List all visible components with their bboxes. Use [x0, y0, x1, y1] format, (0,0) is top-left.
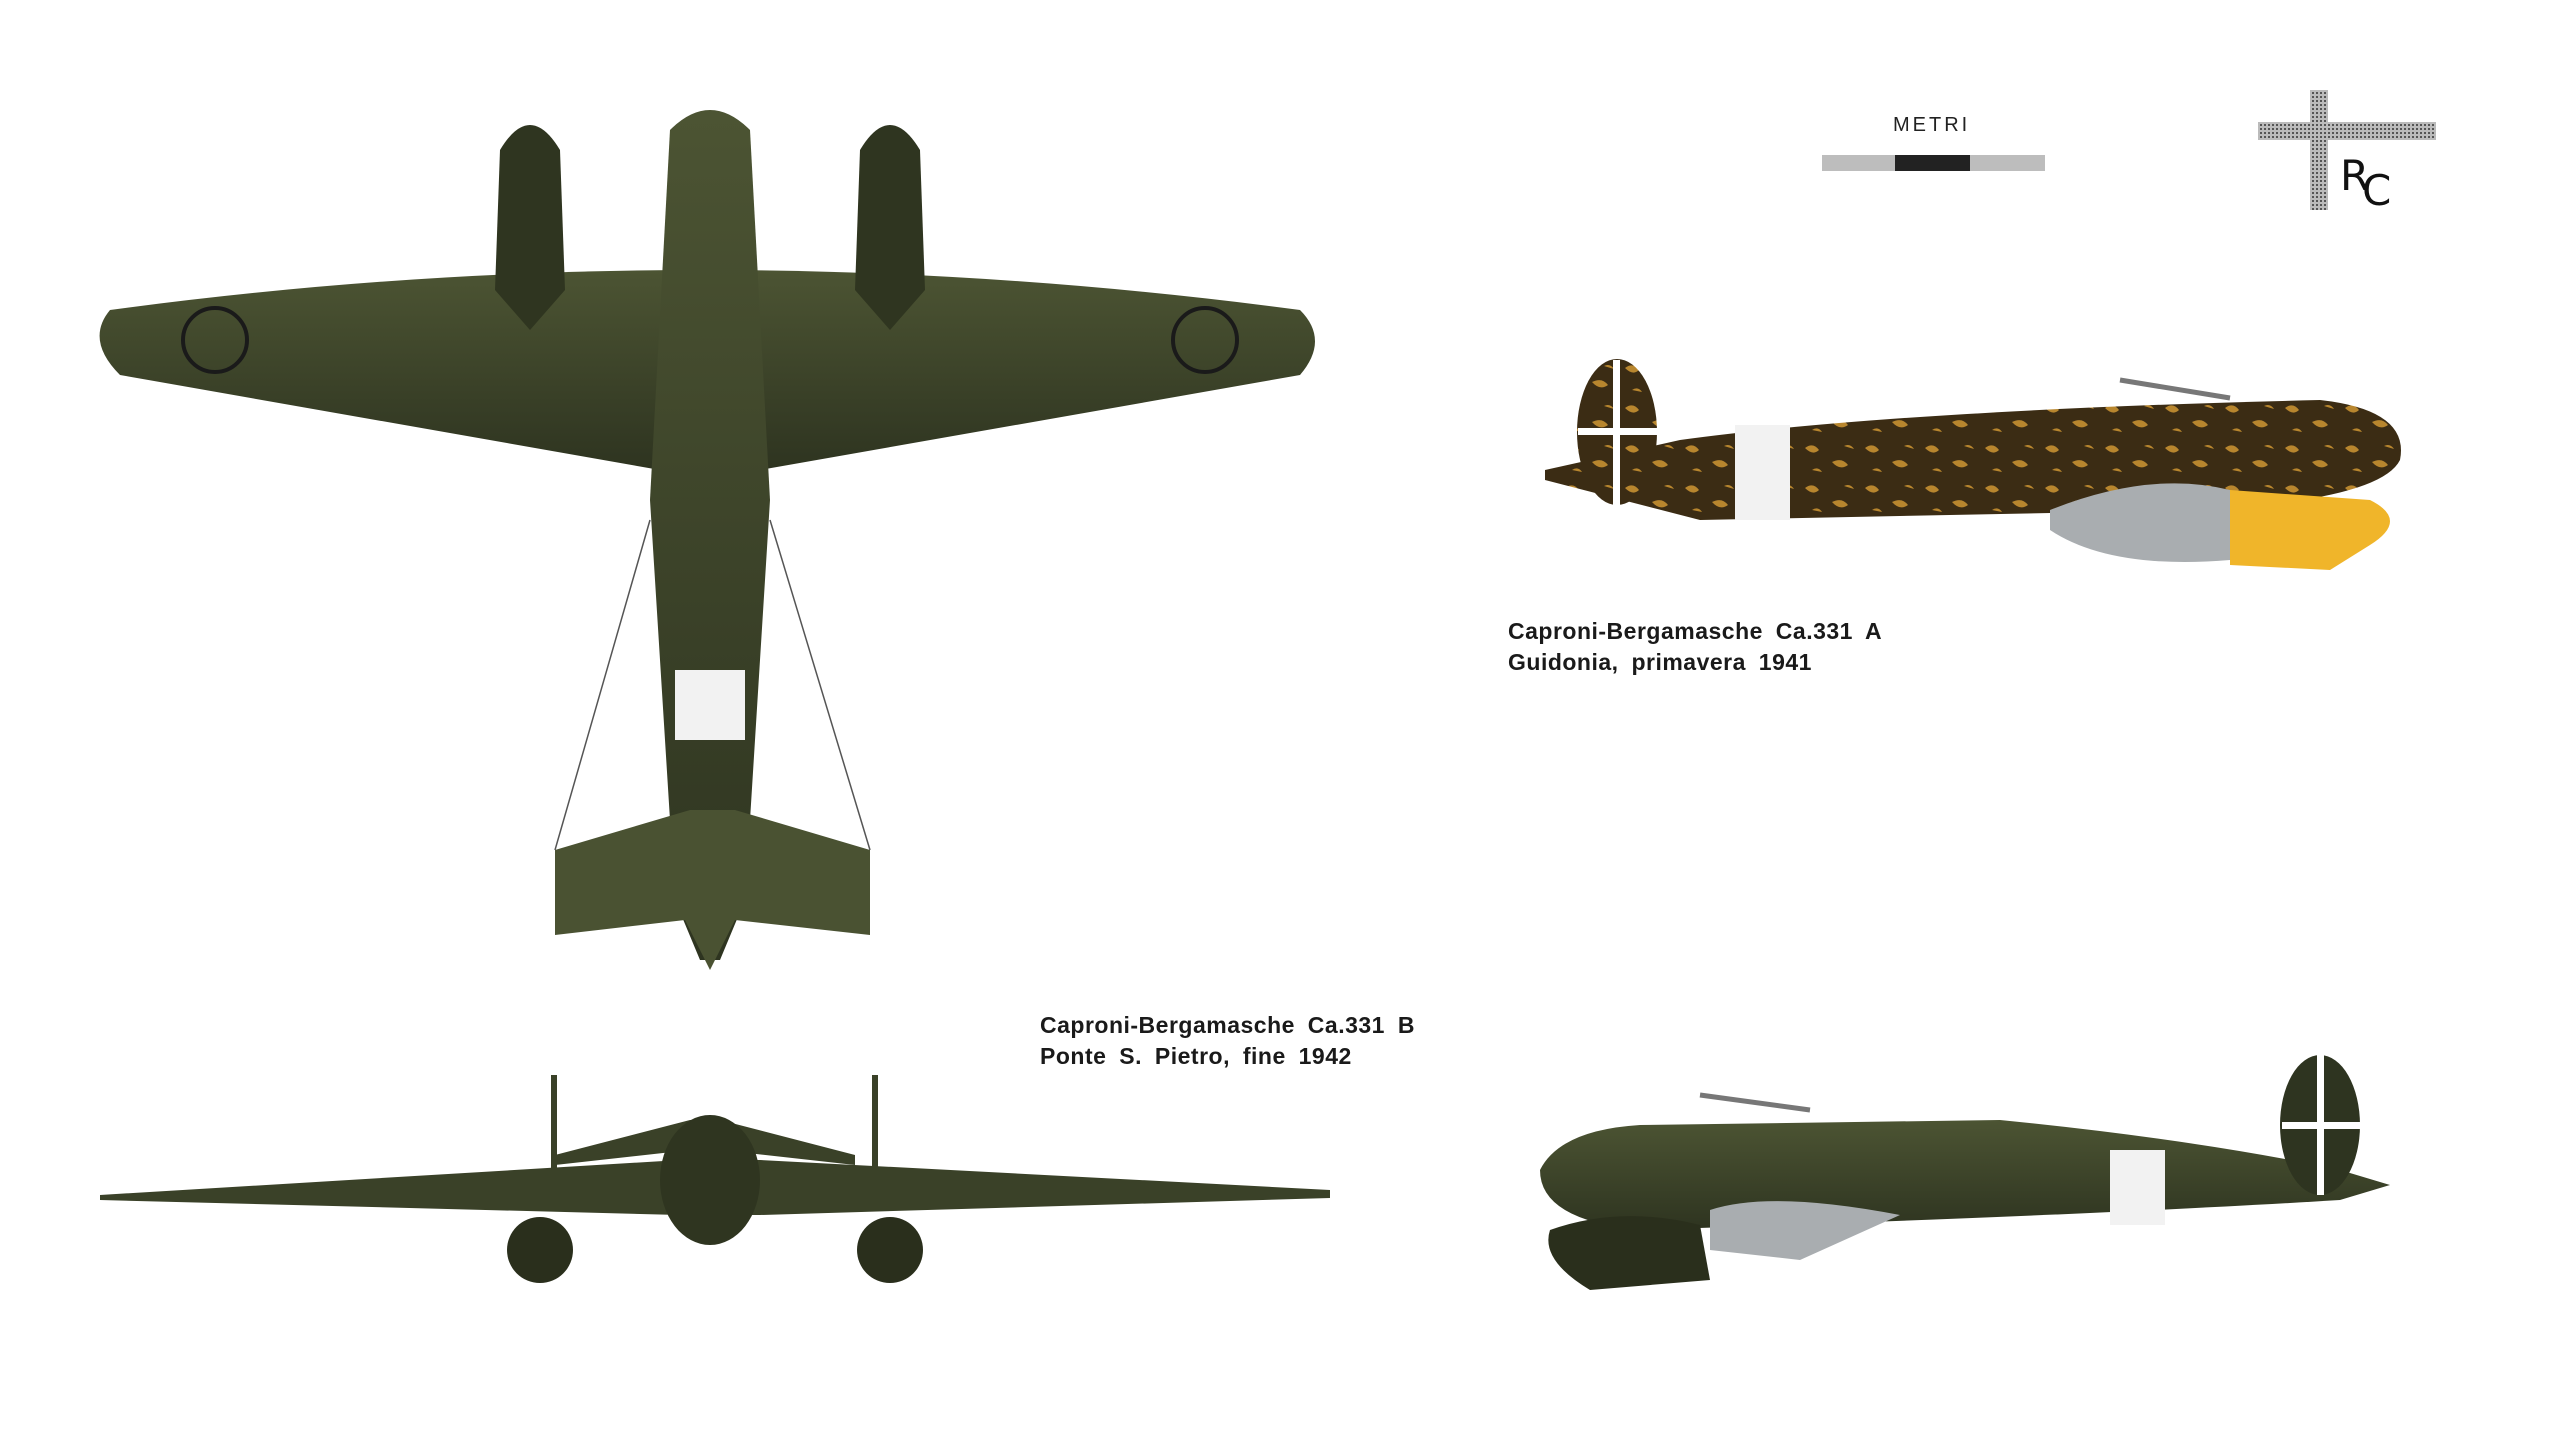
svg-text:C: C: [2362, 166, 2391, 215]
caption-a-subtitle: Guidonia, primavera 1941: [1508, 649, 1812, 675]
yellow-cowling: [2230, 490, 2390, 570]
caption-b-subtitle: Ponte S. Pietro, fine 1942: [1040, 1043, 1352, 1069]
scale-label: METRI: [1893, 114, 1971, 136]
scale-bar: [1822, 155, 2045, 171]
caption-b-title: Caproni-Bergamasche Ca.331 B: [1040, 1012, 1415, 1038]
caption-variant-b: Caproni-Bergamasche Ca.331 B Ponte S. Pi…: [1040, 1010, 1415, 1072]
wing-roundel-right: [1171, 306, 1239, 374]
wing-roundel-left: [181, 306, 249, 374]
svg-text:R: R: [2340, 151, 2369, 200]
rc-logo: R C: [2258, 90, 2436, 215]
side-view-aircraft-b: [1540, 1055, 2390, 1290]
caption-a-title: Caproni-Bergamasche Ca.331 A: [1508, 618, 1883, 644]
top-view-aircraft: [99, 110, 1315, 970]
side-view-aircraft-a: [1545, 359, 2401, 570]
front-view-aircraft: [100, 1075, 1330, 1283]
caption-variant-a: Caproni-Bergamasche Ca.331 A Guidonia, p…: [1508, 616, 1882, 678]
